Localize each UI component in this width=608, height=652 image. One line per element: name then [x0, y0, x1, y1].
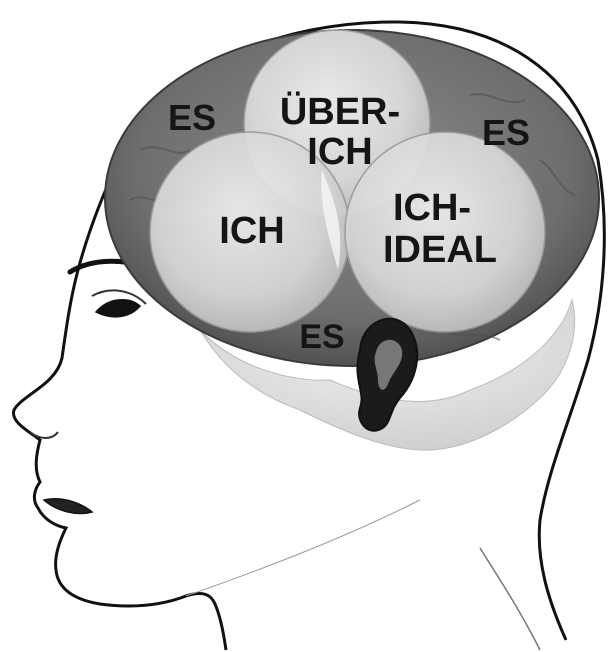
mouth	[44, 499, 92, 514]
label-ich-ideal-line1: ICH-	[393, 187, 471, 229]
label-es-upper-left: ES	[168, 97, 216, 138]
label-ich-ideal-line2: IDEAL	[383, 229, 497, 271]
eye	[96, 300, 140, 317]
label-es-bottom: ES	[299, 318, 344, 356]
jaw-line	[186, 500, 420, 596]
label-ueber-ich-line1: ÜBER-	[280, 90, 400, 133]
label-es-upper-right: ES	[482, 112, 530, 153]
label-ich: ICH	[219, 210, 284, 252]
neck-line	[480, 548, 540, 650]
label-ueber-ich-line2: ICH	[307, 131, 372, 173]
